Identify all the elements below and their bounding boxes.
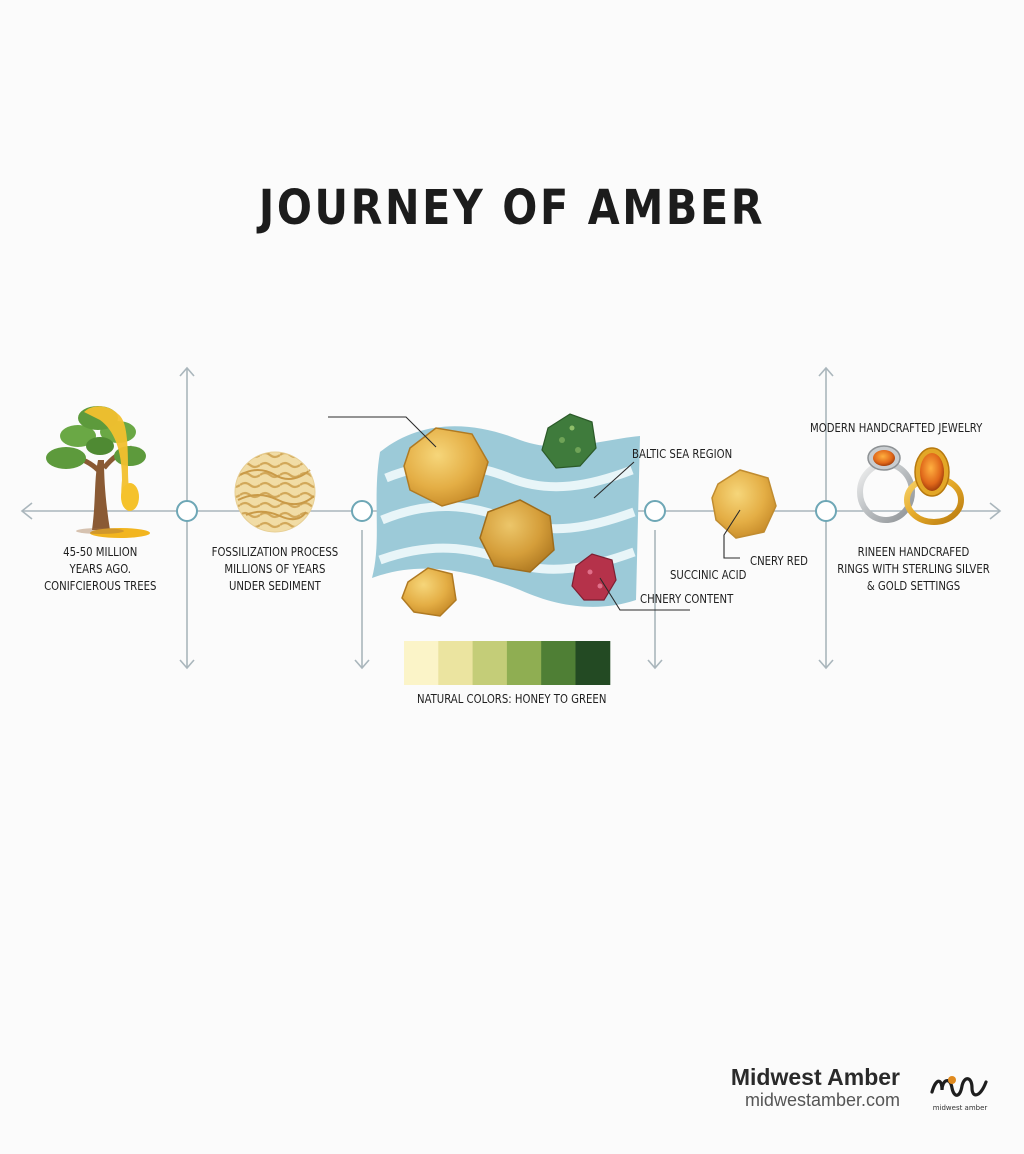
stage-label-line: RINEEN HANDCRAFED (857, 544, 970, 559)
timeline-arrow-left-icon (20, 502, 33, 520)
sediment-layers-illustration (234, 451, 316, 533)
vertical-arrow-2 (354, 530, 370, 670)
stage-label-line: RINGS WITH STERLING SILVER (837, 561, 990, 576)
green-amber-stone (541, 413, 597, 469)
page-title: JOURNEY OF AMBER (258, 180, 766, 236)
callout-cherry-content: CHNERY CONTENT (640, 591, 734, 606)
timeline-node (644, 500, 666, 522)
amber-stone-4 (711, 469, 777, 539)
color-swatch (575, 641, 611, 685)
amber-stone-2 (479, 499, 555, 573)
timeline-arrow-right-icon (989, 502, 1002, 520)
callout-succinic-acid: SUCCINIC ACID (670, 567, 747, 582)
callout-baltic-sea-region: BALTIC SEA REGION (632, 446, 733, 461)
stage-label-line: YEARS AGO. (69, 561, 131, 576)
amber-stone-1 (403, 427, 489, 507)
color-swatch (404, 641, 439, 685)
color-swatch (438, 641, 474, 685)
timeline-node (176, 500, 198, 522)
brand-url: midwestamber.com (744, 1090, 900, 1110)
stage-label-line: CONIFCIEROUS TREES (44, 578, 157, 593)
stage-label-line: & GOLD SETTINGS (866, 578, 961, 593)
callout-modern-jewelry: MODERN HANDCRAFTED JEWELRY (810, 420, 983, 435)
stage-label-line: MILLIONS OF YEARS (224, 561, 326, 576)
timeline-node (815, 500, 837, 522)
color-palette (404, 641, 611, 685)
amber-rings-illustration (857, 445, 964, 525)
color-swatch (472, 641, 508, 685)
stage-label-line: 45-50 MILLION (63, 544, 138, 559)
conifer-tree-illustration (46, 406, 150, 538)
palette-caption: NATURAL COLORS: HONEY TO GREEN (417, 691, 607, 706)
stage-label-jewelry: RINEEN HANDCRAFED RINGS WITH STERLING SI… (837, 543, 990, 594)
brand-logo-icon: midwest amber (930, 1076, 988, 1112)
amber-stone-3 (401, 567, 457, 617)
timeline-nodes (176, 500, 837, 522)
brand-logo-text: midwest amber (933, 1104, 988, 1112)
timeline-node (351, 500, 373, 522)
amber-stones (401, 413, 777, 617)
vertical-arrow-3 (647, 530, 663, 670)
brand-name: Midwest Amber (730, 1064, 900, 1090)
stage-label-fossilization: FOSSILIZATION PROCESS MILLIONS OF YEARS … (211, 543, 339, 594)
color-swatch (506, 641, 542, 685)
stage-label-line: UNDER SEDIMENT (228, 578, 321, 593)
stage-label-line: FOSSILIZATION PROCESS (211, 544, 339, 559)
leader-lines (328, 416, 741, 611)
cherry-amber-stone (571, 553, 617, 601)
stage-label-trees: 45-50 MILLION YEARS AGO. CONIFCIEROUS TR… (44, 543, 157, 594)
callout-cherry-red: CNERY RED (750, 553, 808, 568)
color-swatch (541, 641, 576, 685)
